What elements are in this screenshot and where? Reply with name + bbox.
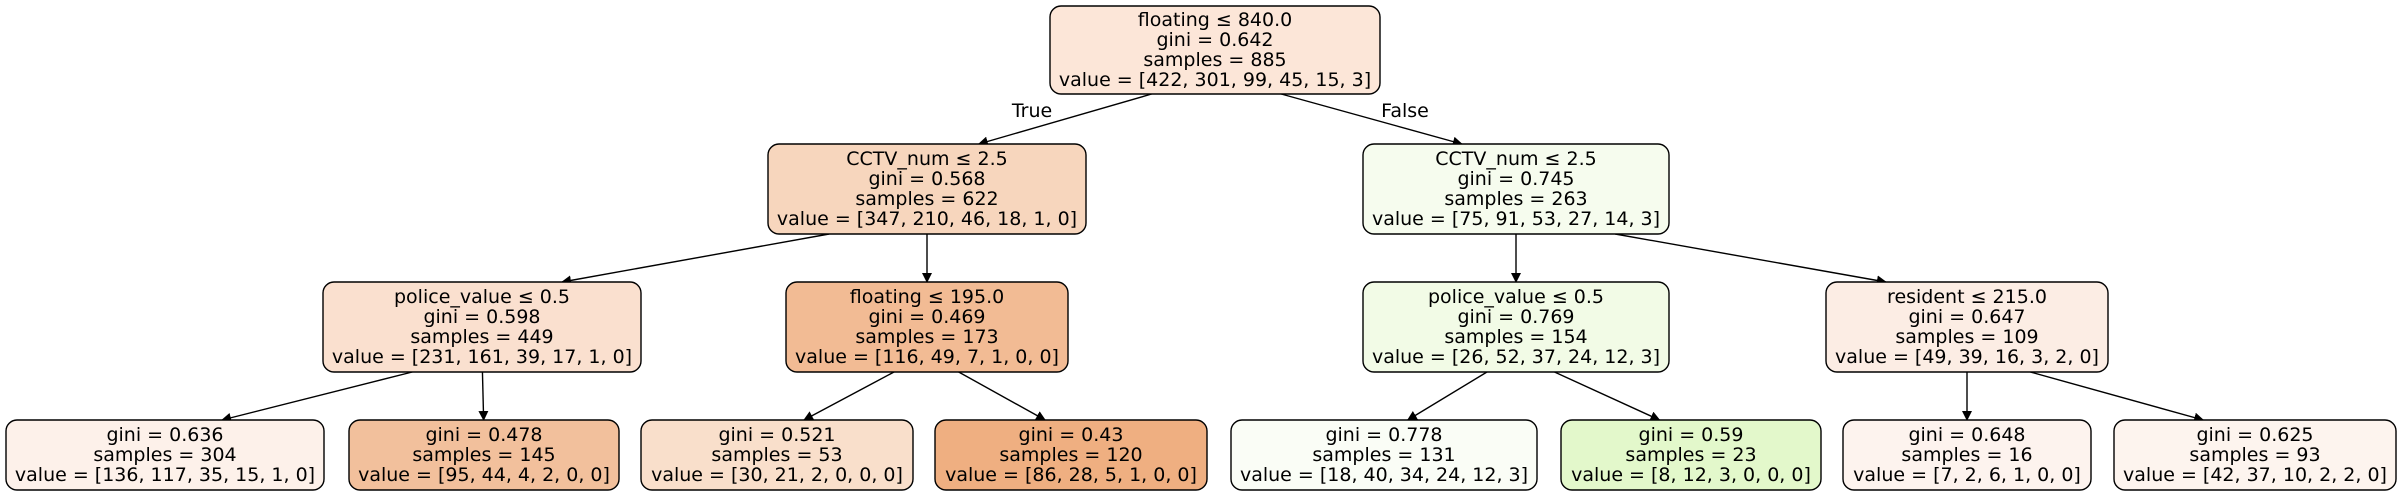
node-text-line: value = [347, 210, 46, 18, 1, 0] [777, 208, 1077, 230]
edge-arrow [977, 93, 1152, 147]
node-text-line: samples = 131 [1312, 444, 1455, 466]
node-text-line: police_value ≤ 0.5 [1428, 286, 1604, 308]
node-text-line: CCTV_num ≤ 2.5 [846, 148, 1007, 170]
edge-arrow [1554, 371, 1661, 421]
node-box [934, 419, 1208, 491]
node-text-line: gini = 0.778 [1325, 424, 1442, 446]
edge-arrow [2030, 371, 2205, 423]
node-text-line: gini = 0.59 [1639, 424, 1744, 446]
node-box [1560, 419, 1822, 491]
node-text-line: samples = 109 [1895, 326, 2038, 348]
node-box [1842, 419, 2092, 491]
node-text-line: samples = 885 [1143, 49, 1286, 71]
node-text-line: value = [86, 28, 5, 1, 0, 0] [945, 464, 1197, 486]
node-text-line: value = [49, 39, 16, 3, 2, 0] [1835, 346, 2099, 368]
node-text-line: value = [7, 2, 6, 1, 0, 0] [1853, 464, 2081, 486]
node-text-line: gini = 0.648 [1908, 424, 2025, 446]
node-text-line: samples = 16 [1901, 444, 2032, 466]
edge-label: True [1011, 100, 1052, 122]
node-box [322, 281, 642, 373]
node-text-line: samples = 304 [93, 444, 236, 466]
node-box [1230, 419, 1538, 491]
node-text-line: value = [42, 37, 10, 2, 2, 0] [2123, 464, 2387, 486]
edge-arrow [478, 371, 489, 421]
node-text-line: value = [231, 161, 39, 17, 1, 0] [332, 346, 632, 368]
node-text-line: value = [422, 301, 99, 45, 15, 3] [1059, 69, 1371, 91]
node-text-line: value = [30, 21, 2, 0, 0, 0] [651, 464, 903, 486]
node-text-line: samples = 93 [2189, 444, 2320, 466]
node-text-line: resident ≤ 215.0 [1887, 286, 2047, 308]
node-text-line: police_value ≤ 0.5 [394, 286, 570, 308]
node-text-line: value = [95, 44, 4, 2, 0, 0] [358, 464, 610, 486]
node-text-line: value = [136, 117, 35, 15, 1, 0] [15, 464, 315, 486]
node-text-line: samples = 622 [855, 188, 998, 210]
node-text-line: samples = 145 [412, 444, 555, 466]
node-box [640, 419, 914, 491]
node-text-line: gini = 0.642 [1156, 29, 1273, 51]
edge-arrow [1406, 371, 1488, 421]
node-text-line: value = [26, 52, 37, 24, 12, 3] [1372, 346, 1660, 368]
node-text-line: value = [18, 40, 34, 24, 12, 3] [1240, 464, 1528, 486]
node-text-line: value = [75, 91, 53, 27, 14, 3] [1372, 208, 1660, 230]
node-box [1049, 5, 1381, 95]
node-text-line: samples = 263 [1444, 188, 1587, 210]
node-text-line: gini = 0.636 [106, 424, 223, 446]
edge-arrow [561, 233, 830, 286]
edge-arrow [958, 371, 1046, 421]
node-text-line: gini = 0.769 [1457, 306, 1574, 328]
node-text-line: samples = 173 [855, 326, 998, 348]
node-text-line: gini = 0.647 [1908, 306, 2025, 328]
edges-layer: True False [221, 93, 2205, 423]
node-box [785, 281, 1069, 373]
node-box [5, 419, 325, 491]
edge-arrow [221, 371, 413, 423]
node-text-line: samples = 23 [1625, 444, 1756, 466]
node-text-line: gini = 0.43 [1019, 424, 1124, 446]
node-text-line: gini = 0.521 [718, 424, 835, 446]
node-box [767, 143, 1087, 235]
edge-label: False [1381, 100, 1429, 122]
node-text-line: floating ≤ 840.0 [1138, 9, 1292, 31]
edge-arrow [803, 371, 895, 421]
node-text-line: gini = 0.469 [868, 306, 985, 328]
edge-arrow [1281, 93, 1463, 147]
node-box [348, 419, 620, 491]
edge-arrow [1615, 233, 1887, 286]
node-box [2113, 419, 2397, 491]
node-box [1362, 281, 1670, 373]
node-text-line: gini = 0.745 [1457, 168, 1574, 190]
node-text-line: value = [8, 12, 3, 0, 0, 0] [1571, 464, 1811, 486]
node-box [1825, 281, 2109, 373]
node-text-line: value = [116, 49, 7, 1, 0, 0] [795, 346, 1059, 368]
node-text-line: samples = 449 [410, 326, 553, 348]
node-text-line: gini = 0.598 [423, 306, 540, 328]
node-text-line: CCTV_num ≤ 2.5 [1435, 148, 1596, 170]
node-text-line: samples = 154 [1444, 326, 1587, 348]
node-text-line: gini = 0.625 [2196, 424, 2313, 446]
node-text-line: samples = 120 [999, 444, 1142, 466]
node-text-line: samples = 53 [711, 444, 842, 466]
node-text-line: gini = 0.478 [425, 424, 542, 446]
node-text-line: floating ≤ 195.0 [850, 286, 1004, 308]
node-text-line: gini = 0.568 [868, 168, 985, 190]
node-box [1362, 143, 1670, 235]
